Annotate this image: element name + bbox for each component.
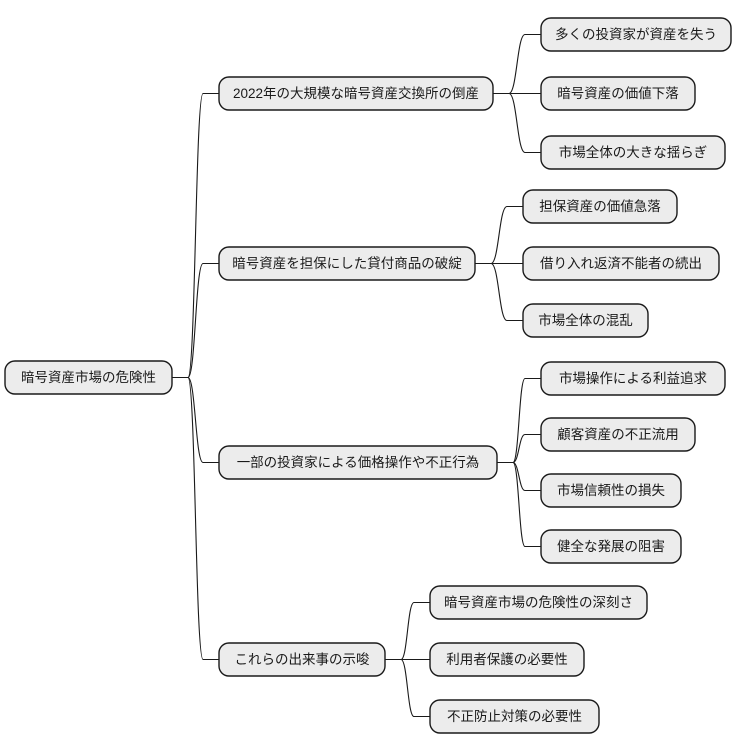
edge-branch-2-to-leaf-1 [475,205,523,265]
leaf-node-4-2-box [429,642,585,677]
leaf-node-1-2-label: 暗号資産の価値下落 [557,86,679,101]
leaf-node-3-3-box [540,473,682,508]
leaf-node-3-2[interactable]: 顧客資産の不正流用 [540,417,696,452]
leaf-node-1-3[interactable]: 市場全体の大きな揺らぎ [540,135,726,170]
branch-node-1-label: 2022年の大規模な暗号資産交換所の倒産 [233,85,479,101]
edge-branch-2-to-leaf-3 [475,262,523,322]
branch-node-3[interactable]: 一部の投資家による価格操作や不正行為 [218,445,498,480]
branch-node-2-box [218,246,476,281]
leaf-node-1-1[interactable]: 多くの投資家が資産を失う [540,17,732,52]
leaf-node-3-4-box [540,529,682,564]
leaf-node-2-3-label: 市場全体の混乱 [538,312,633,328]
node-layer: 暗号資産市場の危険性 2022年の大規模な暗号資産交換所の倒産 多くの投資家が資産を… [4,17,732,734]
branch-node-3-label: 一部の投資家による価格操作や不正行為 [237,454,480,470]
leaf-node-1-1-box [540,17,732,52]
leaf-node-3-2-box [540,417,696,452]
leaf-node-2-3-box [522,303,649,338]
edge-branch-3-to-leaf-4 [497,461,541,548]
leaf-node-4-3-label: 不正防止対策の必要性 [447,708,582,724]
leaf-node-3-3[interactable]: 市場信頼性の損失 [540,473,682,508]
edge-root-to-branch-4 [172,376,219,661]
root-node-label: 暗号資産市場の危険性 [21,369,156,385]
branch-node-3-box [218,445,498,480]
edge-layer [172,33,541,718]
edge-root-to-branch-3 [172,376,219,464]
edge-root-to-branch-2 [172,262,219,379]
leaf-node-3-4-label: 健全な発展の阻害 [557,538,665,554]
leaf-node-3-1-box [540,361,726,396]
leaf-node-3-3-label: 市場信頼性の損失 [557,482,665,498]
branch-node-2[interactable]: 暗号資産を担保にした貸付商品の破綻 [218,246,476,281]
branch-node-4[interactable]: これらの出来事の示唆 [218,642,386,677]
leaf-node-2-2-box [522,246,720,281]
leaf-node-4-2-label: 利用者保護の必要性 [446,652,568,667]
leaf-node-4-3[interactable]: 不正防止対策の必要性 [429,699,600,734]
leaf-node-4-1-label: 暗号資産市場の危険性の深刻さ [444,594,633,610]
leaf-node-4-3-box [429,699,600,734]
branch-node-2-label: 暗号資産を担保にした貸付商品の破綻 [232,256,462,271]
branch-node-4-label: これらの出来事の示唆 [235,652,370,667]
leaf-node-2-1-label: 担保資産の価値急落 [539,199,661,214]
edge-root-to-branch-1 [172,92,219,379]
leaf-node-3-2-label: 顧客資産の不正流用 [557,426,679,442]
edge-branch-4-to-leaf-1 [385,601,430,661]
leaf-node-3-4[interactable]: 健全な発展の阻害 [540,529,682,564]
leaf-node-2-1-box [522,189,678,224]
leaf-node-1-2-box [540,76,696,111]
leaf-node-4-2[interactable]: 利用者保護の必要性 [429,642,585,677]
edge-branch-3-to-leaf-3 [497,461,541,492]
leaf-node-2-3[interactable]: 市場全体の混乱 [522,303,649,338]
leaf-node-2-2-label: 借り入れ返済不能者の続出 [540,256,702,271]
edge-branch-3-to-leaf-1 [497,377,541,464]
root-node[interactable]: 暗号資産市場の危険性 [4,360,173,395]
root-node-box [4,360,173,395]
branch-node-1[interactable]: 2022年の大規模な暗号資産交換所の倒産 [218,76,494,111]
leaf-node-4-1-box [429,585,648,620]
edge-branch-3-to-leaf-2 [497,433,541,464]
leaf-node-2-2[interactable]: 借り入れ返済不能者の続出 [522,246,720,281]
leaf-node-3-1[interactable]: 市場操作による利益追求 [540,361,726,396]
edge-branch-4-to-leaf-3 [385,658,430,718]
leaf-node-2-1[interactable]: 担保資産の価値急落 [522,189,678,224]
leaf-node-1-2[interactable]: 暗号資産の価値下落 [540,76,696,111]
leaf-node-1-3-box [540,135,726,170]
leaf-node-1-3-label: 市場全体の大きな揺らぎ [559,144,708,160]
leaf-node-1-1-label: 多くの投資家が資産を失う [555,26,717,42]
leaf-node-4-1[interactable]: 暗号資産市場の危険性の深刻さ [429,585,648,620]
branch-node-1-box [218,76,494,111]
edge-branch-1-to-leaf-3 [493,92,541,154]
edge-branch-1-to-leaf-1 [493,33,541,95]
branch-node-4-box [218,642,386,677]
leaf-node-3-1-label: 市場操作による利益追求 [559,370,708,386]
